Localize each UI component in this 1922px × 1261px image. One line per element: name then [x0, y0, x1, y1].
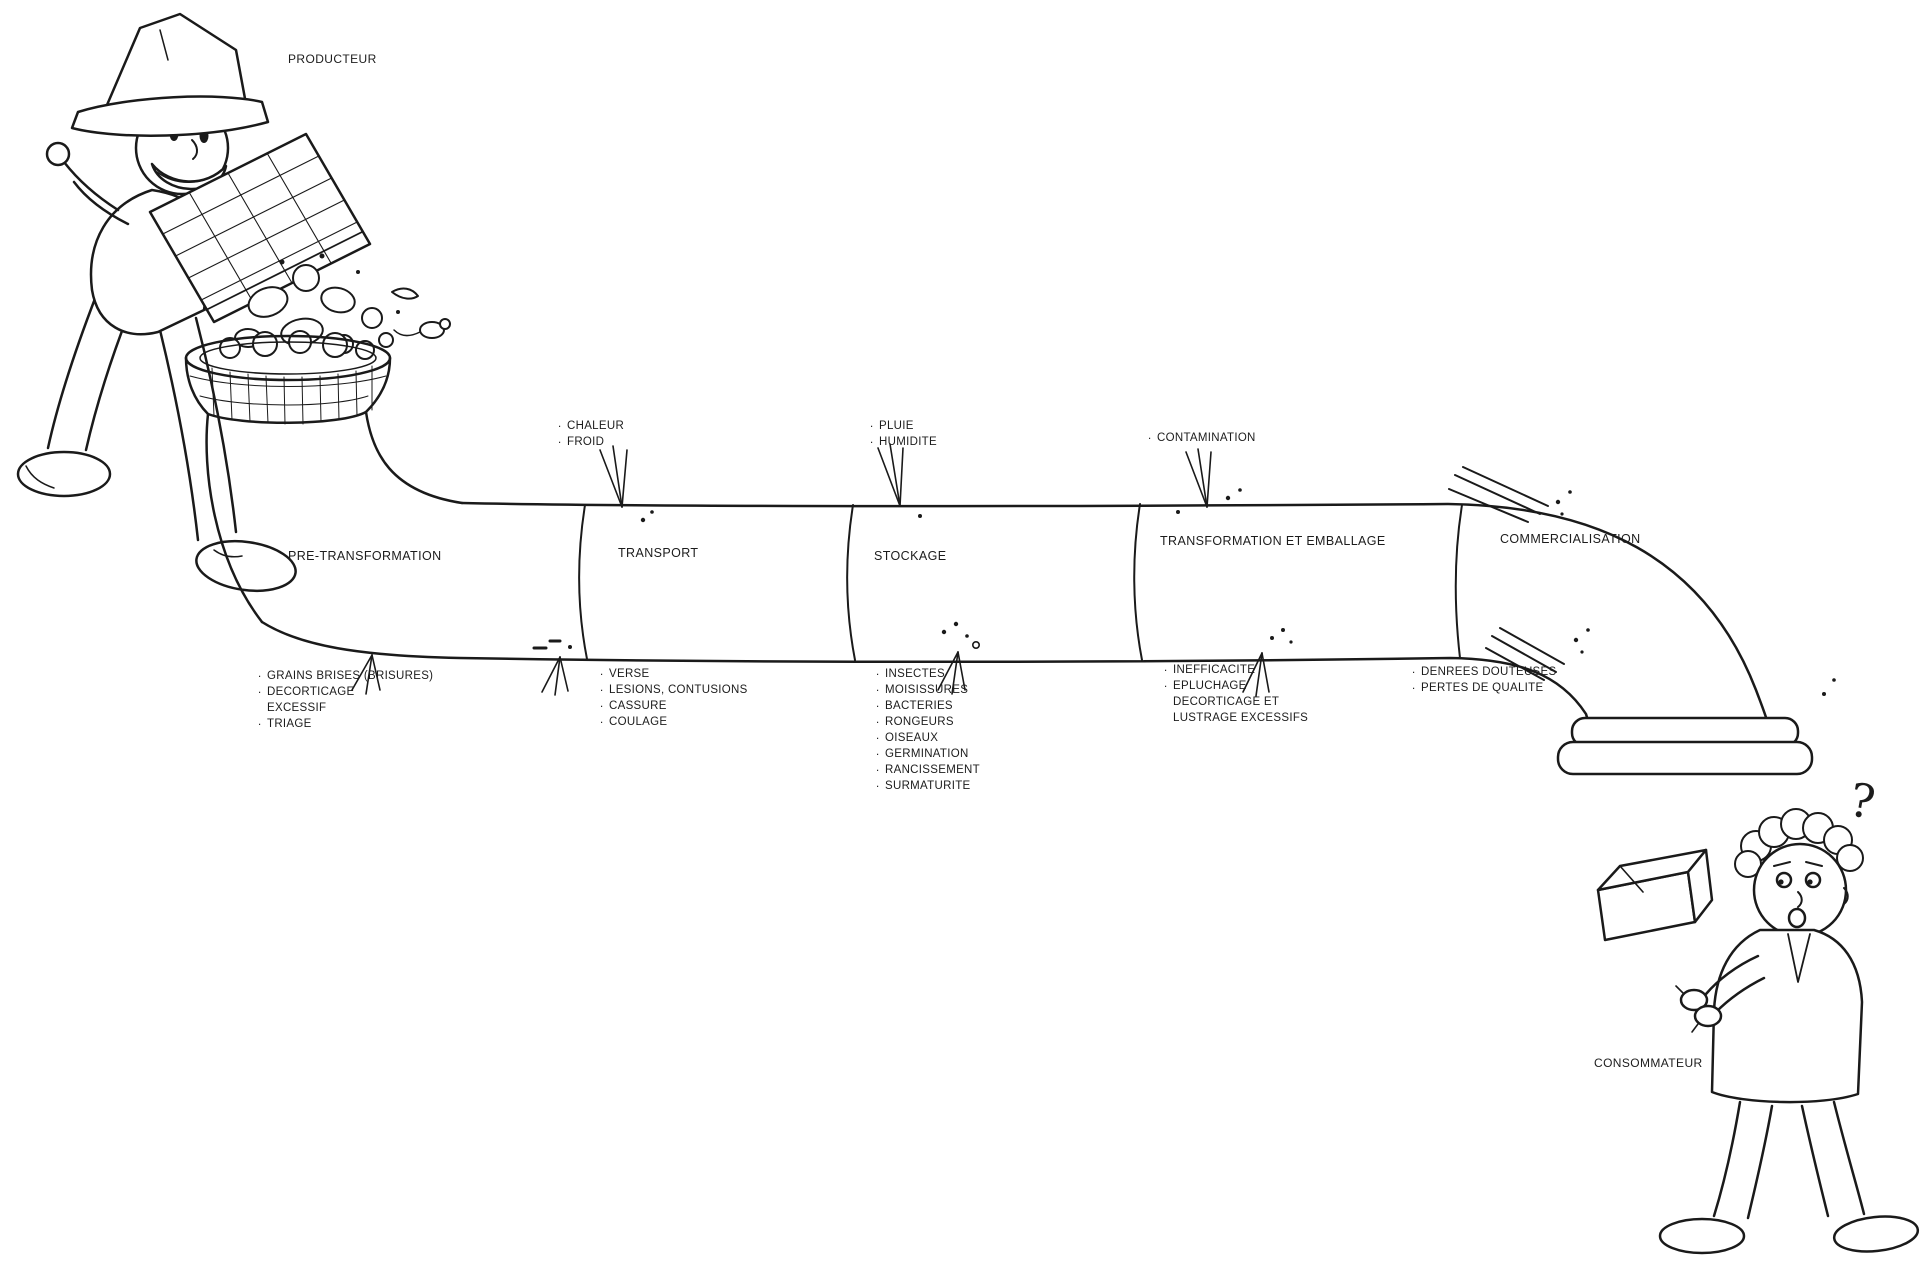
farmer-fist	[45, 141, 71, 167]
losses-transport: VERSE LESIONS, CONTUSIONS CASSURE COULAG…	[598, 664, 798, 730]
hazards-transformation: CONTAMINATION	[1146, 428, 1326, 446]
hazards-stockage: PLUIE HUMIDITE	[868, 416, 1008, 450]
loss-item: PERTES DE QUALITE	[1410, 678, 1610, 696]
critter	[393, 318, 451, 339]
loss-item: GERMINATION	[874, 744, 1054, 762]
pipe	[184, 334, 1814, 776]
loss-item: SURMATURITE	[874, 776, 1054, 794]
consumer-figure	[1658, 808, 1920, 1255]
stage-divider	[1454, 504, 1463, 659]
leader-lines-transformation-top	[1176, 448, 1242, 514]
leader-lines-transport-bottom	[532, 639, 572, 696]
farmer-shoe-right	[195, 539, 297, 593]
leader-lines-transport-top	[599, 445, 654, 523]
consumer-legs	[1658, 1100, 1920, 1255]
outlet-flange	[1556, 716, 1814, 776]
loss-item: INEFFICACITE	[1162, 660, 1372, 678]
consumer-hand	[1679, 988, 1709, 1012]
loss-item: BACTERIES	[874, 696, 1054, 714]
loss-item: INSECTES	[874, 664, 1054, 682]
stage-divider	[846, 504, 856, 661]
slash-lines-commercialisation-top	[1448, 466, 1572, 523]
stage-label-transformation: TRANSFORMATION ET EMBALLAGE	[1160, 534, 1386, 548]
pipe-top-edge	[460, 501, 1770, 726]
producer-figure	[16, 12, 451, 593]
loss-item: COULAGE	[598, 712, 798, 730]
stage-divider	[1133, 503, 1143, 661]
stage-label-commercialisation: COMMERCIALISATION	[1500, 532, 1641, 546]
consumer-label: CONSOMMATEUR	[1594, 1056, 1703, 1070]
consumer-hand	[1693, 1004, 1723, 1028]
loss-item: OISEAUX	[874, 728, 1054, 746]
stage-label-stockage: STOCKAGE	[874, 549, 947, 563]
loss-item: DECORTICAGE ET LUSTRAGE EXCESSIFS	[1173, 696, 1309, 724]
hazard-item: FROID	[556, 432, 696, 450]
hazard-item: CHALEUR	[556, 416, 696, 434]
loss-item: CASSURE	[598, 696, 798, 714]
pipe-bottom-edge	[260, 620, 1591, 726]
hazard-item: PLUIE	[868, 416, 1008, 434]
pipe-neck-right	[364, 410, 464, 505]
loss-item: VERSE	[598, 664, 798, 682]
stage-divider	[578, 504, 588, 660]
flange-specks	[1822, 678, 1836, 696]
annotations-art	[351, 443, 1836, 697]
loss-item: DECORTICAGE EXCESSIF	[256, 682, 486, 716]
farmer-arm-raised	[45, 141, 130, 226]
consumer-face	[1773, 861, 1849, 929]
losses-transformation: INEFFICACITE EPLUCHAGE DECORTICAGE ET LU…	[1162, 660, 1372, 726]
leader-lines-stockage-top	[877, 443, 922, 518]
loss-item: RONGEURS	[874, 712, 1054, 730]
hazards-transport: CHALEUR FROID	[556, 416, 696, 450]
hazard-item: HUMIDITE	[868, 432, 1008, 450]
losses-commercialisation: DENREES DOUTEUSES PERTES DE QUALITE	[1410, 662, 1610, 696]
basket-weave	[162, 152, 358, 303]
hazard-item: CONTAMINATION	[1146, 428, 1326, 446]
loss-item: MOISISSURES	[874, 680, 1054, 698]
loss-item: TRIAGE	[256, 714, 486, 732]
consumer-shoe-right	[1832, 1215, 1920, 1253]
loss-item: EPLUCHAGE	[1162, 676, 1372, 694]
loss-item: LESIONS, CONTUSIONS	[598, 680, 798, 698]
consumer-jacket	[1710, 928, 1864, 1104]
package-box	[1596, 848, 1714, 942]
hopper-weave	[189, 365, 387, 425]
farmer-hat	[70, 12, 270, 137]
loss-item: DENREES DOUTEUSES	[1410, 662, 1610, 680]
loss-item: GRAINS BRISES (BRISURES)	[256, 666, 486, 684]
pour-basket	[148, 132, 372, 324]
loss-item: RANCISSEMENT	[874, 760, 1054, 778]
stage-label-transport: TRANSPORT	[618, 546, 699, 560]
consumer-hair	[1734, 808, 1864, 878]
losses-stockage: INSECTES MOISISSURES BACTERIES RONGEURS …	[874, 664, 1054, 794]
hopper	[184, 334, 392, 425]
pipe-neck-left	[205, 412, 264, 624]
farmer-legs	[16, 294, 297, 593]
consumer-arms	[1675, 954, 1766, 1033]
consumer-shoe-left	[1658, 1217, 1746, 1255]
losses-pre-transformation: GRAINS BRISES (BRISURES) DECORTICAGE EXC…	[256, 666, 486, 732]
farmer-shoe-left	[16, 450, 112, 498]
stage-label-pre-transformation: PRE-TRANSFORMATION	[288, 549, 442, 563]
producer-label: PRODUCTEUR	[288, 52, 377, 66]
